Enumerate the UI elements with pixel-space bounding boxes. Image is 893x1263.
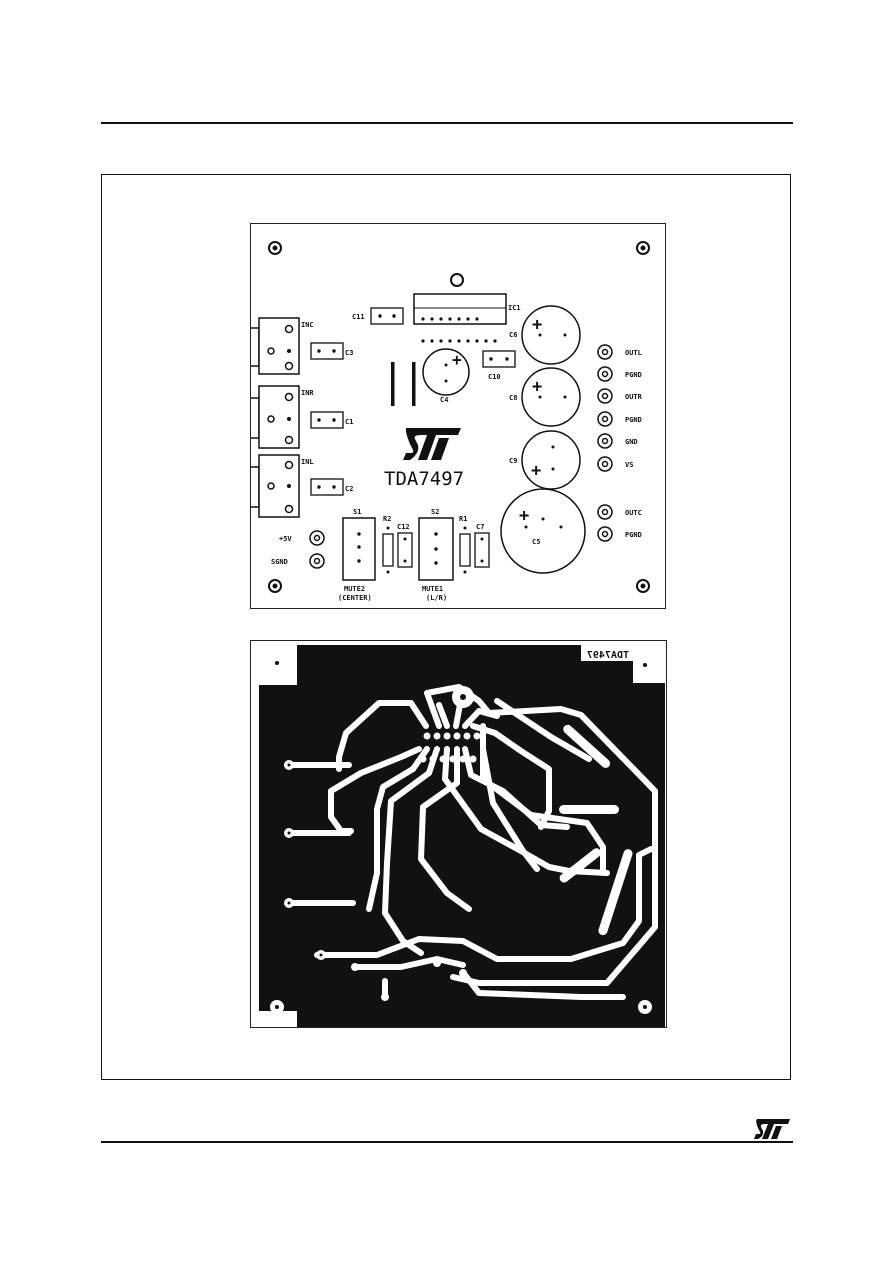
- out-label-outr: OUTR: [625, 393, 643, 401]
- c8-label: C8: [509, 394, 517, 402]
- out-label-pgnd-3: PGND: [625, 531, 642, 539]
- isolation-channels: [286, 684, 658, 1000]
- footer-rule: [101, 1141, 793, 1143]
- copper-slots: [559, 724, 633, 936]
- mute2-label: MUTE2: [344, 585, 365, 593]
- mirrored-chip-label: TDA7497: [587, 650, 629, 661]
- component-layout-board: IC1 C11 INC INR INL C3 C1 C2: [214, 223, 666, 609]
- input-jack-inl: [214, 454, 300, 518]
- out-label-outc: OUTC: [625, 509, 642, 517]
- c6-label: C6: [509, 331, 517, 339]
- c1-footprint: [310, 411, 344, 429]
- c9-footprint: +: [521, 430, 581, 490]
- c12-label: C12: [397, 523, 410, 531]
- svg-text:+: +: [519, 506, 529, 526]
- r2-footprint: [382, 533, 394, 567]
- out-label-vs: VS: [625, 461, 633, 469]
- c2-label: C2: [345, 485, 353, 493]
- r1-label: R1: [459, 515, 467, 523]
- ic1-label: IC1: [508, 304, 521, 312]
- copper-pads: [284, 686, 481, 1001]
- r1-footprint: [459, 533, 471, 567]
- svg-text:+: +: [452, 350, 462, 369]
- svg-text:+: +: [532, 315, 542, 335]
- ground-copper-pour: [259, 645, 665, 1027]
- mute1-label: MUTE1: [422, 585, 443, 593]
- heatsink-bar-right: [412, 362, 416, 406]
- c11-footprint: [370, 307, 404, 325]
- mute1-sub-label: (L/R): [426, 594, 447, 602]
- out-label-outl: OUTL: [625, 349, 642, 357]
- svg-text:+: +: [532, 377, 542, 397]
- st-logo-icon: [754, 1119, 790, 1139]
- s2-footprint: [418, 517, 454, 581]
- c5-label: C5: [532, 538, 540, 546]
- copper-layer-svg: TDA7497: [259, 645, 665, 1027]
- st-board-logo-icon: [403, 428, 461, 460]
- r2-label: R2: [383, 515, 391, 523]
- c4-label: C4: [440, 396, 448, 404]
- c4-footprint: +: [422, 348, 470, 396]
- input-jack-inc: [214, 317, 300, 375]
- mounting-holes: [268, 241, 650, 593]
- svg-text:+: +: [531, 461, 541, 481]
- chip-name-label: TDA7497: [384, 468, 464, 490]
- c5-footprint: +: [500, 488, 586, 574]
- s1-label: S1: [353, 508, 361, 516]
- inc-label: INC: [301, 321, 314, 329]
- c11-label: C11: [352, 313, 365, 321]
- c2-footprint: [310, 478, 344, 496]
- inr-label: INR: [301, 389, 314, 397]
- c10-label: C10: [488, 373, 501, 381]
- header-rule: [101, 122, 793, 124]
- c3-footprint: [310, 342, 344, 360]
- power-terminals: [309, 530, 325, 569]
- out-label-pgnd-2: PGND: [625, 416, 642, 424]
- out-label-pgnd-1: PGND: [625, 371, 642, 379]
- c9-label: C9: [509, 457, 517, 465]
- figure-frame: [101, 174, 791, 1080]
- c1-label: C1: [345, 418, 353, 426]
- ic1-footprint: [413, 293, 507, 343]
- power-label-5v: +5V: [279, 535, 292, 543]
- s1-footprint: [342, 517, 376, 581]
- heatsink-bar-left: [391, 362, 395, 406]
- c3-label: C3: [345, 349, 353, 357]
- c7-footprint: [474, 532, 490, 568]
- s2-label: S2: [431, 508, 439, 516]
- c6-footprint: +: [521, 305, 581, 365]
- output-terminals: [597, 344, 613, 542]
- input-jack-inr: [214, 385, 300, 449]
- out-label-gnd: GND: [625, 438, 638, 446]
- copper-layer-board: TDA7497: [250, 640, 667, 1028]
- inl-label: INL: [301, 458, 314, 466]
- c10-footprint: [482, 350, 516, 368]
- power-label-sgnd: SGND: [271, 558, 288, 566]
- c12-footprint: [397, 532, 413, 568]
- mute2-sub-label: (CENTER): [338, 594, 372, 602]
- component-layout-svg: IC1 C11 INC INR INL C3 C1 C2: [214, 241, 650, 602]
- c7-label: C7: [476, 523, 484, 531]
- c8-footprint: +: [521, 367, 581, 427]
